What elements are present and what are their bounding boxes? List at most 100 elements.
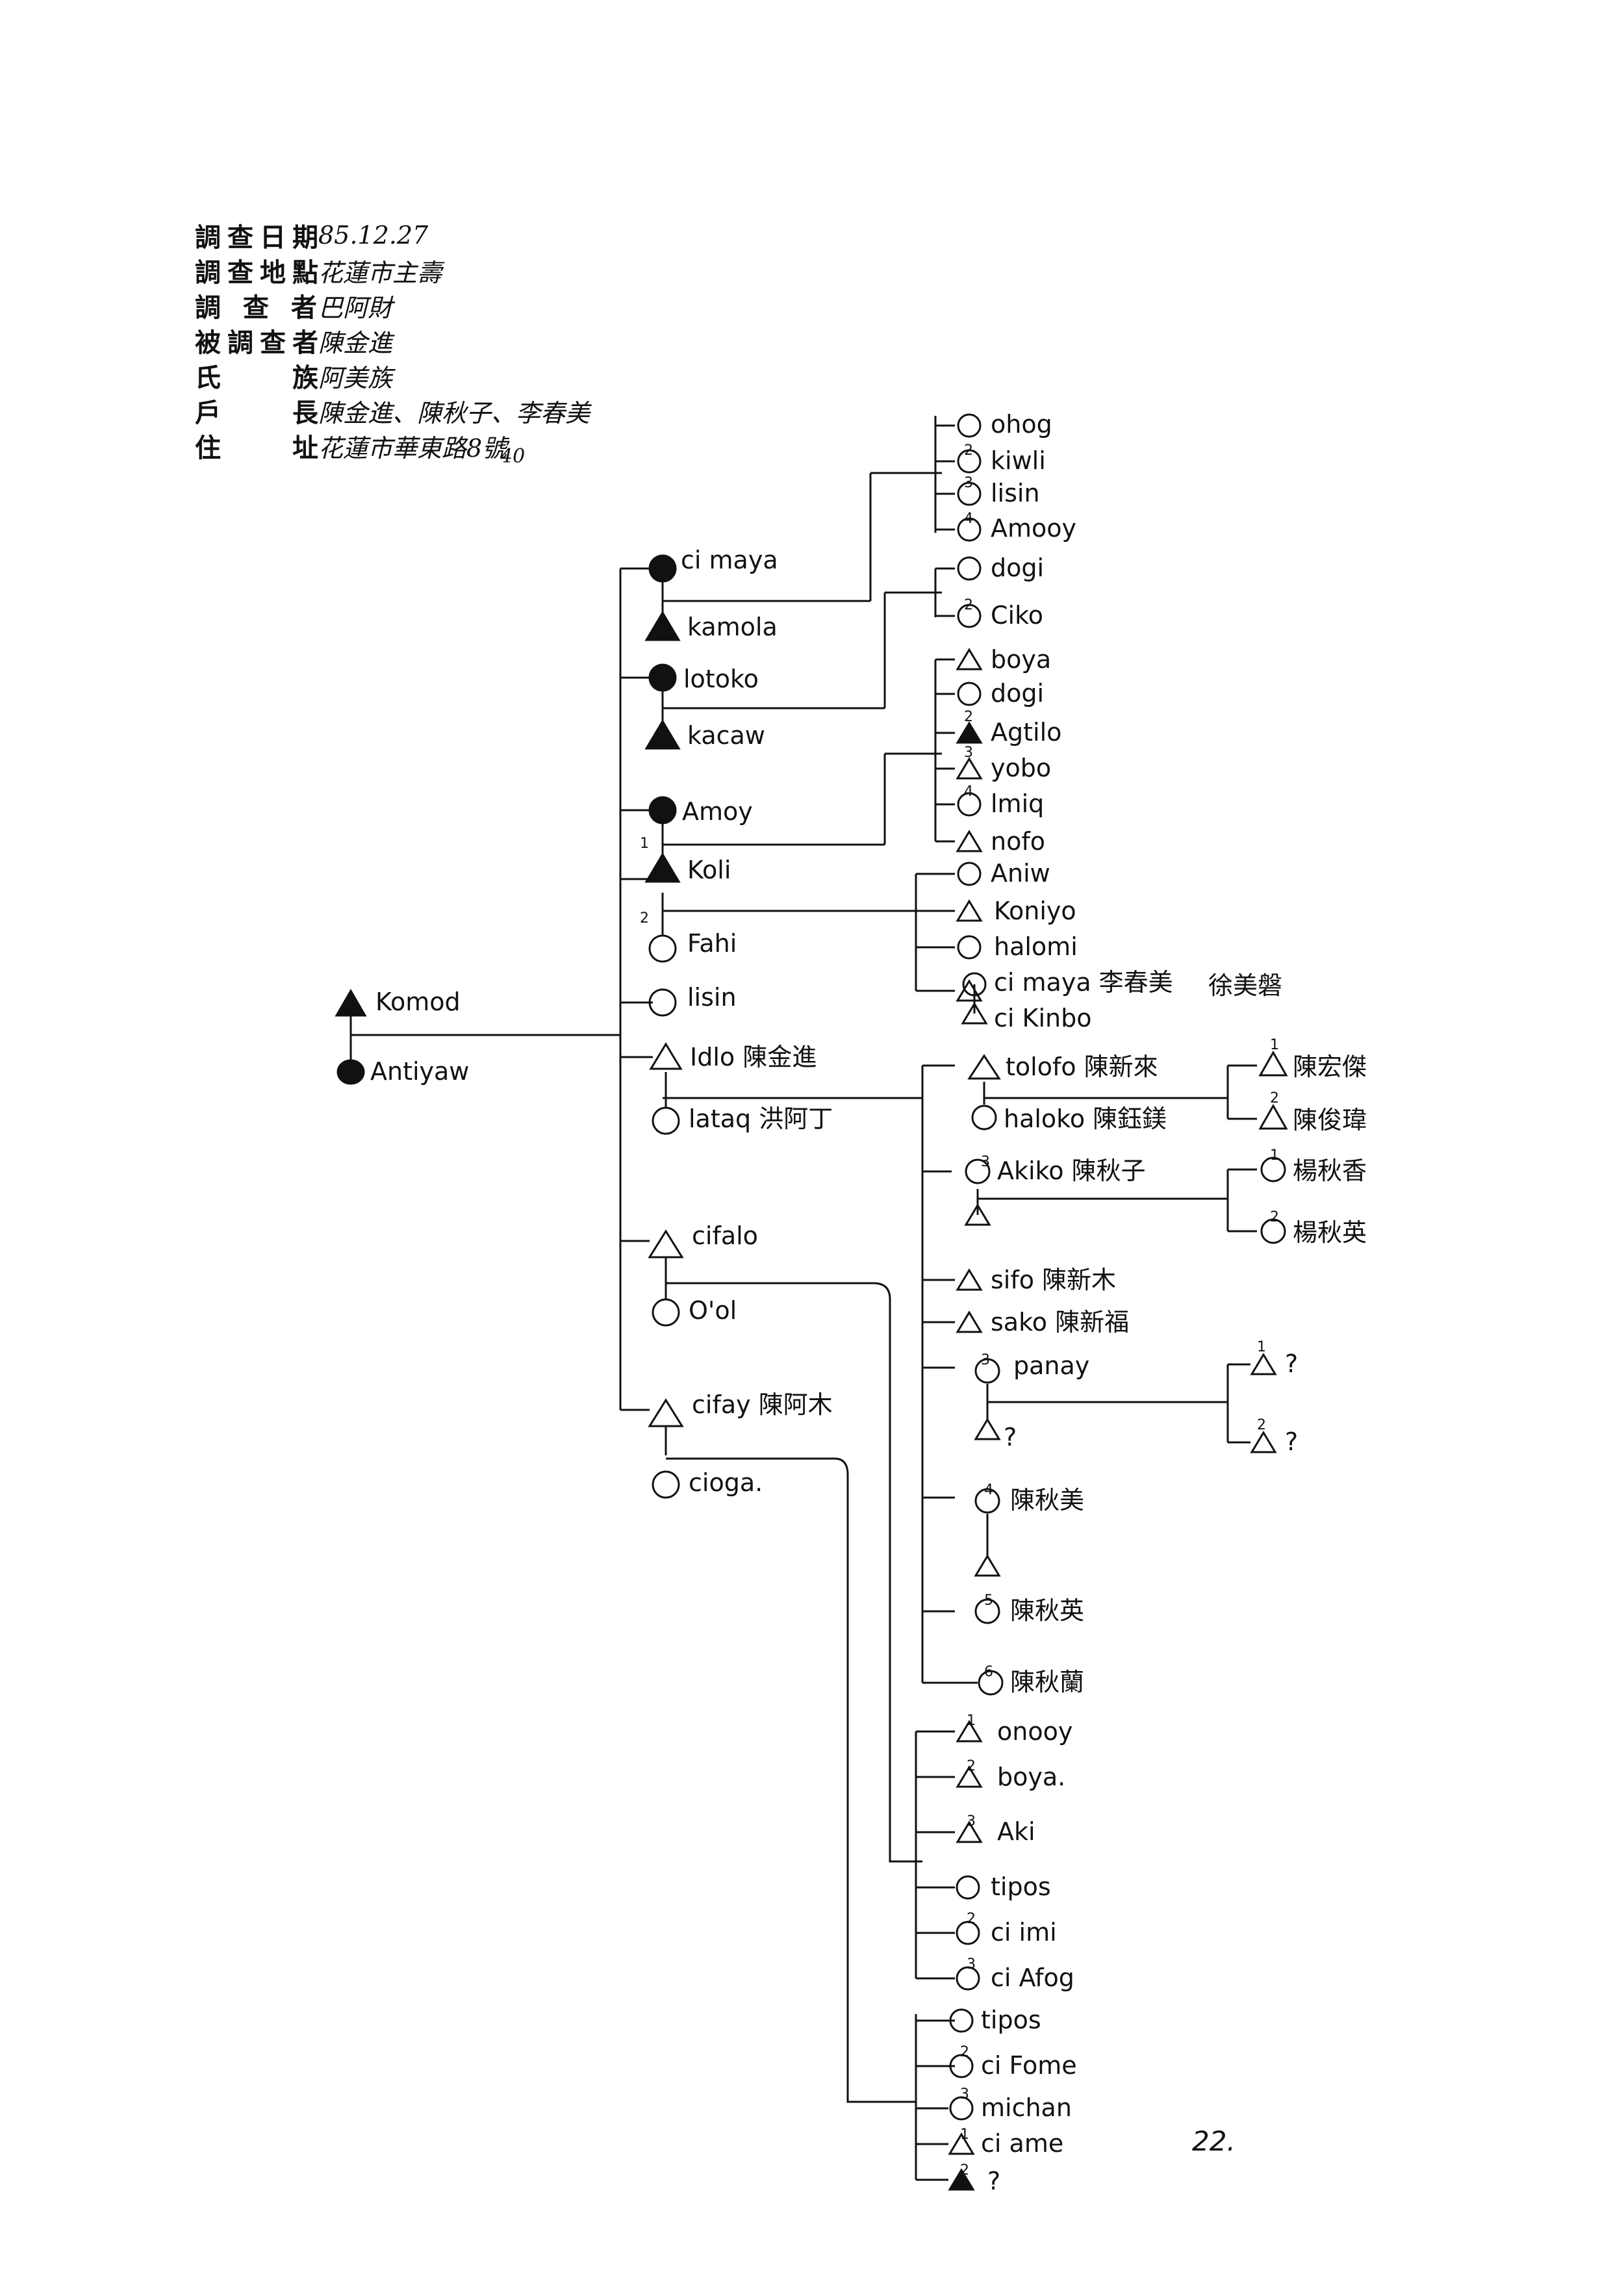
yobo-label: yobo [991, 754, 1051, 782]
cimaya2-extra-label: 徐美磐 [1208, 971, 1282, 1000]
tipos2-label: tipos [981, 2006, 1041, 2034]
header-value: 85.12.27 [318, 221, 429, 249]
header-row: 被調查者陳金進 [195, 323, 590, 358]
svg-text:1: 1 [1270, 1037, 1279, 1053]
cioga-label: cioga. [689, 1468, 763, 1497]
svg-text:2: 2 [967, 1911, 976, 1927]
header-value: 陳金進 [318, 328, 393, 357]
ciame-label: ci ame [981, 2129, 1063, 2158]
idlo-label: Idlo 陳金進 [690, 1043, 817, 1071]
kacaw-label: kacaw [687, 721, 765, 750]
page-number: 22. [1192, 2125, 1236, 2157]
svg-text:3: 3 [960, 2086, 969, 2102]
lotoko-label: lotoko [683, 665, 759, 693]
lataq-label: lataq 洪阿丁 [689, 1105, 833, 1133]
svg-text:2: 2 [964, 442, 973, 459]
header-value: 花蓮市主壽 [318, 258, 442, 287]
header-value: 巴阿財 [318, 293, 393, 322]
aki-label: Aki [997, 1817, 1035, 1846]
svg-text:6: 6 [984, 1664, 993, 1680]
chen-hongjie-label: 陳宏傑 [1293, 1053, 1367, 1081]
ciko-label: Ciko [991, 601, 1043, 630]
svg-text:1: 1 [1270, 1147, 1279, 1164]
svg-text:2: 2 [960, 2162, 969, 2178]
chen-qiumei-label: 陳秋美 [1010, 1486, 1084, 1514]
svg-text:2: 2 [1270, 1090, 1279, 1106]
header-value: 花蓮市華東路8號 [318, 433, 507, 463]
ciimi-label: ci imi [991, 1918, 1057, 1947]
amoy-label: Amoy [682, 797, 753, 826]
header-value: 阿美族 [318, 363, 393, 392]
svg-text:4: 4 [964, 511, 973, 527]
header-row: 調 查 者巴阿財 [195, 288, 590, 323]
svg-text:3: 3 [967, 1813, 976, 1830]
svg-text:3: 3 [967, 1956, 976, 1973]
fahi-label: Fahi [687, 929, 737, 958]
svg-text:2: 2 [1257, 1417, 1266, 1433]
lisin2-label: lisin [991, 479, 1040, 507]
svg-text:1: 1 [1257, 1339, 1266, 1355]
header-value: 陳金進、陳秋子、李春美 [318, 398, 590, 428]
svg-text:2: 2 [964, 709, 973, 725]
cifalo-label: cifalo [692, 1221, 758, 1250]
boya2-label: boya. [997, 1763, 1065, 1791]
svg-text:2: 2 [964, 597, 973, 613]
onooy-label: onooy [997, 1717, 1072, 1746]
komod-label: Komod [375, 988, 461, 1016]
o-ol-label: O'ol [689, 1296, 737, 1325]
nofo-label: nofo [991, 827, 1045, 856]
lmiq-label: lmiq [991, 789, 1044, 818]
svg-text:3: 3 [964, 475, 973, 491]
svg-text:2: 2 [967, 1758, 976, 1774]
header-label: 調 查 者 [195, 292, 324, 323]
svg-text:2: 2 [960, 2044, 969, 2060]
header-row: 氏 族阿美族 [195, 358, 590, 393]
yang-qiuxiang-label: 楊秋香 [1293, 1156, 1367, 1185]
lisin-label: lisin [687, 983, 737, 1012]
aniw-label: Aniw [991, 859, 1050, 888]
yang-qiuying-label: 楊秋英 [1293, 1218, 1367, 1247]
koli-label: Koli [687, 856, 731, 884]
haloko-label: haloko 陳鈺鎂 [1004, 1105, 1167, 1133]
panay-label: panay [1013, 1351, 1089, 1380]
svg-text:1: 1 [640, 836, 649, 852]
svg-text:2: 2 [640, 910, 649, 926]
ohog-label: ohog [991, 410, 1052, 439]
svg-text:1: 1 [960, 2127, 969, 2143]
unknown-spouse-label: ? [1004, 1423, 1017, 1451]
kiwli-label: kiwli [991, 446, 1046, 475]
dogi2-label: dogi [991, 679, 1044, 708]
cifay-label: cifay 陳阿木 [692, 1390, 833, 1419]
kamola-label: kamola [687, 613, 778, 641]
amooy-label: Amooy [991, 514, 1076, 543]
unknown-child-2-label: ? [1285, 1427, 1298, 1456]
sifo-label: sifo 陳新木 [991, 1266, 1116, 1294]
unknown-child-3-label: ? [987, 2167, 1000, 2195]
svg-text:4: 4 [984, 1482, 993, 1498]
header-label: 調查日期 [195, 222, 325, 253]
header-row: 住 址花蓮市華東路8號 [195, 428, 590, 463]
cikinbo-label: ci Kinbo [994, 1004, 1091, 1032]
sako-label: sako 陳新福 [991, 1308, 1129, 1336]
tipos-label: tipos [991, 1872, 1051, 1901]
antiyaw-label: Antiyaw [370, 1057, 469, 1086]
svg-text:2: 2 [1270, 1209, 1279, 1225]
header-row: 調查地點花蓮市主壽 [195, 253, 590, 288]
cimaya2-label: ci maya 李春美 [994, 968, 1173, 997]
chen-qiuying-label: 陳秋英 [1010, 1596, 1084, 1625]
svg-text:3: 3 [981, 1154, 990, 1170]
header-label: 氏 族 [195, 363, 325, 393]
unknown-child-1-label: ? [1285, 1349, 1298, 1378]
svg-text:3: 3 [964, 745, 973, 761]
halomi-label: halomi [994, 932, 1078, 961]
michan-label: michan [981, 2093, 1072, 2122]
svg-text:3: 3 [981, 1352, 990, 1368]
header-label: 被調查者 [195, 327, 325, 358]
koniyo-label: Koniyo [994, 897, 1076, 925]
cifome-label: ci Fome [981, 2051, 1077, 2080]
chen-qiulan-label: 陳秋蘭 [1010, 1668, 1084, 1696]
akiko-label: Akiko 陳秋子 [997, 1156, 1146, 1185]
